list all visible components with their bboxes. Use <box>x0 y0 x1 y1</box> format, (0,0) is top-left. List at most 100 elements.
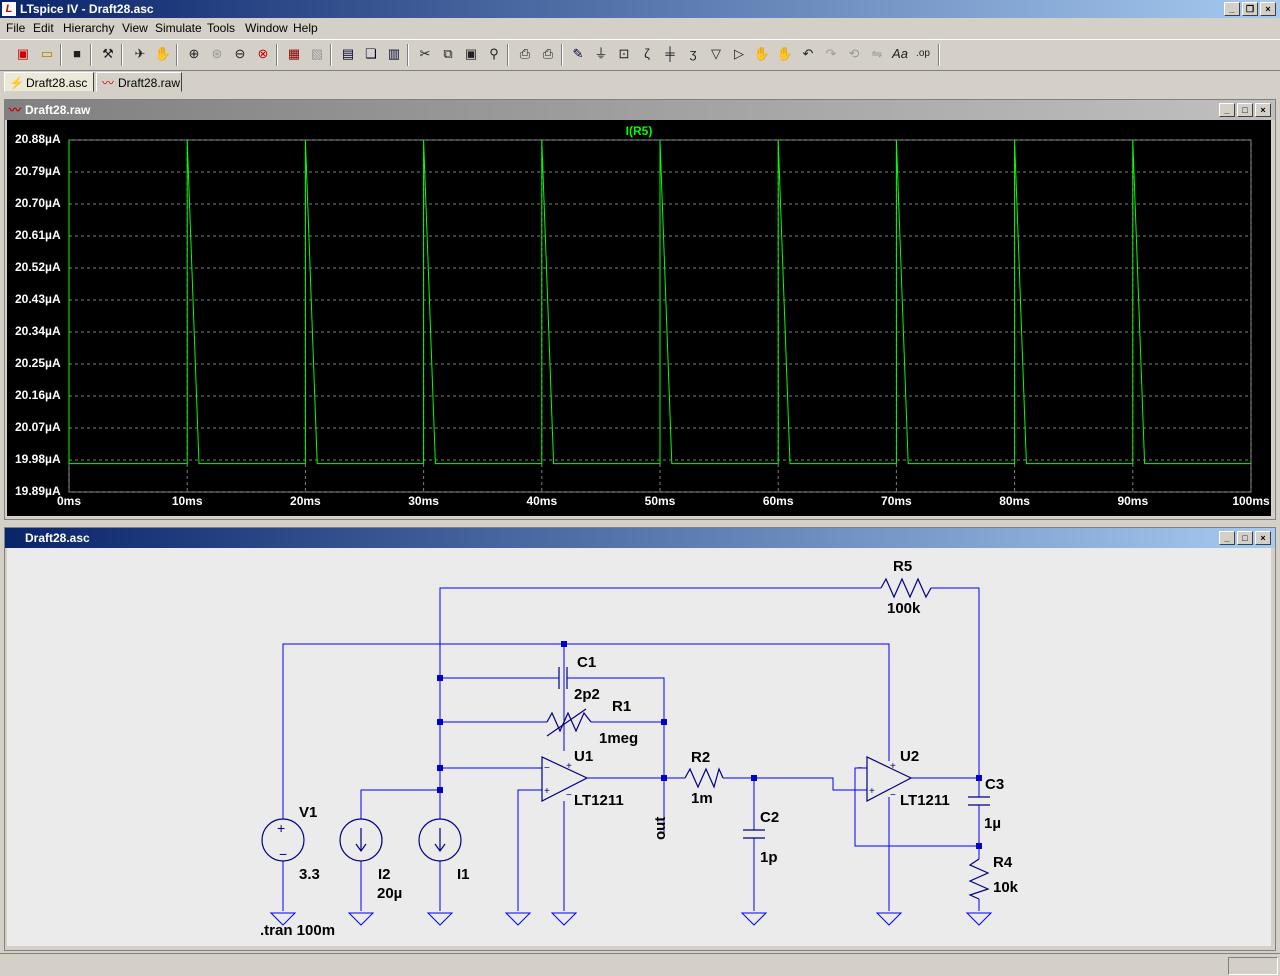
menu-window[interactable]: Window <box>245 21 288 35</box>
tab-bar: ⚡Draft28.asc 〰Draft28.raw <box>0 70 1280 94</box>
maximize-icon[interactable]: □ <box>1237 531 1253 545</box>
minimize-icon[interactable]: _ <box>1219 531 1235 545</box>
schematic-window: Draft28.asc _ □ × <box>4 527 1276 951</box>
resistor-r2 <box>684 767 724 789</box>
x-tick-label: 0ms <box>56 494 82 508</box>
tab-schematic[interactable]: ⚡Draft28.asc <box>4 72 94 92</box>
c1-name[interactable]: C1 <box>577 654 597 671</box>
resistor-icon[interactable]: ζ <box>644 46 650 61</box>
i2-value[interactable]: 20µ <box>377 885 403 902</box>
c2-name[interactable]: C2 <box>760 809 780 826</box>
r1-value[interactable]: 1meg <box>599 730 639 747</box>
zoom-in-icon[interactable]: ⊕ <box>188 46 200 61</box>
close-icon[interactable]: × <box>1255 103 1271 117</box>
net-label-out[interactable]: out <box>652 816 669 840</box>
opamp-u2 <box>866 756 913 802</box>
drag-icon[interactable]: ✋ <box>776 46 794 61</box>
print-icon[interactable]: ⎙ <box>542 46 554 61</box>
menu-view[interactable]: View <box>122 21 148 35</box>
restore-icon[interactable]: ❐ <box>1242 2 1258 16</box>
r2-name[interactable]: R2 <box>691 749 711 766</box>
paste-icon[interactable]: ▣ <box>464 46 478 61</box>
x-tick-label: 20ms <box>290 494 321 508</box>
redo-icon[interactable]: ↷ <box>825 46 837 61</box>
y-tick-label: 20.70µA <box>15 196 61 210</box>
waveform-icon: 〰 <box>101 76 114 90</box>
r4-value[interactable]: 10k <box>993 879 1019 896</box>
u1-value[interactable]: LT1211 <box>574 792 624 809</box>
capacitor-icon[interactable]: ╪ <box>665 46 675 61</box>
menu-hierarchy[interactable]: Hierarchy <box>63 21 115 35</box>
spice-directive[interactable]: .tran 100m <box>260 922 336 939</box>
r4-name[interactable]: R4 <box>993 854 1013 871</box>
r5-value[interactable]: 100k <box>887 600 921 617</box>
menu-tools[interactable]: Tools <box>207 21 236 35</box>
toolbar: ▣ ▭ ■ ⚒ ✈ ✋ ⊕ ⊛ ⊖ ⊗ ▦ ▧ ▤ ❏ ▥ ✂ ⧉ ▣ ⚲ ⎙ … <box>0 39 1280 71</box>
u1-name[interactable]: U1 <box>574 748 594 765</box>
close-icon[interactable]: × <box>1255 531 1271 545</box>
draw-wire-icon[interactable]: ✎ <box>572 46 584 61</box>
u2-value[interactable]: LT1211 <box>900 792 950 809</box>
halt-icon[interactable]: ✋ <box>154 46 172 61</box>
minimize-icon[interactable]: _ <box>1224 2 1240 16</box>
schematic-canvas[interactable]: + − + − − + + − − + <box>7 548 1271 946</box>
move-icon[interactable]: ✋ <box>753 46 771 61</box>
r2-value[interactable]: 1m <box>691 790 713 807</box>
y-tick-label: 20.52µA <box>15 260 61 274</box>
component-icon[interactable]: ▷ <box>734 46 744 61</box>
menu-edit[interactable]: Edit <box>33 21 54 35</box>
zoom-fit-icon[interactable]: ⊗ <box>257 46 269 61</box>
c3-name[interactable]: C3 <box>985 776 1005 793</box>
cascade-icon[interactable]: ❏ <box>365 46 377 61</box>
mirror-icon[interactable]: ⇋ <box>871 46 883 61</box>
component-signs: + − + − − + + − − + <box>277 761 896 862</box>
control-panel-icon[interactable]: ⚒ <box>102 46 114 61</box>
v1-name[interactable]: V1 <box>299 804 318 821</box>
run-icon[interactable]: ✈ <box>134 46 146 61</box>
open-icon[interactable]: ▭ <box>40 46 54 61</box>
undo-icon[interactable]: ↶ <box>802 46 814 61</box>
new-schematic-icon[interactable]: ▣ <box>16 46 30 61</box>
copy-icon[interactable]: ⧉ <box>443 46 453 61</box>
minimize-icon[interactable]: _ <box>1219 103 1235 117</box>
y-tick-label: 20.61µA <box>15 228 61 242</box>
find-icon[interactable]: ⚲ <box>489 46 499 61</box>
tab-waveform[interactable]: 〰Draft28.raw <box>96 72 182 92</box>
zoom-pan-icon[interactable]: ⊛ <box>211 46 223 61</box>
ground-icon[interactable]: ⏚ <box>594 46 608 61</box>
trace-i-r5[interactable] <box>68 139 1251 465</box>
tile-horizontal-icon[interactable]: ▤ <box>341 46 355 61</box>
cut-icon[interactable]: ✂ <box>419 46 431 61</box>
print-setup-icon[interactable]: ⎙ <box>519 46 531 61</box>
resistor-r1 <box>546 711 592 733</box>
v1-value[interactable]: 3.3 <box>299 866 320 883</box>
save-icon[interactable]: ■ <box>73 46 81 61</box>
menu-file[interactable]: File <box>6 21 26 35</box>
menu-help[interactable]: Help <box>293 21 318 35</box>
diode-icon[interactable]: ▽ <box>711 46 721 61</box>
menu-simulate[interactable]: Simulate <box>155 21 202 35</box>
trace-label[interactable]: I(R5) <box>625 124 653 138</box>
text-icon[interactable]: Aa <box>892 46 908 61</box>
ground-icon <box>965 912 993 926</box>
svg-text:+: + <box>869 786 875 797</box>
c3-value[interactable]: 1µ <box>984 815 1001 832</box>
spice-directive-icon[interactable]: .op <box>916 48 930 59</box>
close-all-icon[interactable]: ▥ <box>387 46 401 61</box>
label-net-icon[interactable]: ⊡ <box>618 46 630 61</box>
delete-traces-icon[interactable]: ▧ <box>310 46 324 61</box>
r1-name[interactable]: R1 <box>612 698 632 715</box>
i2-name[interactable]: I2 <box>378 866 391 883</box>
zoom-out-icon[interactable]: ⊖ <box>234 46 246 61</box>
i1-name[interactable]: I1 <box>457 866 470 883</box>
rotate-icon[interactable]: ⟲ <box>848 46 860 61</box>
inductor-icon[interactable]: ʒ <box>689 46 697 61</box>
maximize-icon[interactable]: □ <box>1237 103 1253 117</box>
c1-value[interactable]: 2p2 <box>574 686 600 703</box>
r5-name[interactable]: R5 <box>893 558 913 575</box>
u2-name[interactable]: U2 <box>900 748 920 765</box>
autorange-icon[interactable]: ▦ <box>287 46 301 61</box>
c2-value[interactable]: 1p <box>760 849 778 866</box>
close-icon[interactable]: × <box>1260 2 1276 16</box>
